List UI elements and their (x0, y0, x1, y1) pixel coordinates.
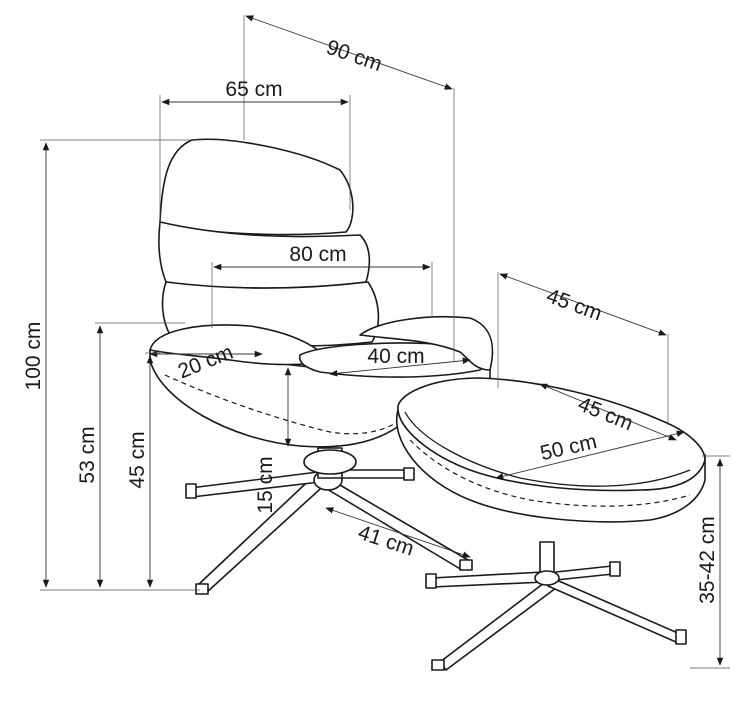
label-width-back: 80 cm (289, 243, 346, 266)
label-base-clearance: 15 cm (254, 456, 277, 513)
label-seat-height: 45 cm (126, 431, 149, 488)
ottoman-base (425, 541, 687, 671)
label-width-top: 65 cm (225, 78, 282, 101)
backrest-top (159, 138, 354, 236)
right-armrest (359, 316, 494, 371)
dimension-lines (40, 15, 730, 669)
label-depth-total: 90 cm (323, 36, 385, 76)
label-seat-width: 40 cm (367, 345, 424, 368)
label-ottoman-depth: 45 cm (543, 284, 605, 325)
label-height-total: 100 cm (22, 322, 45, 391)
label-ottoman-height: 35-42 cm (696, 516, 719, 604)
ottoman (395, 377, 706, 671)
label-armrest-height: 53 cm (76, 426, 99, 483)
